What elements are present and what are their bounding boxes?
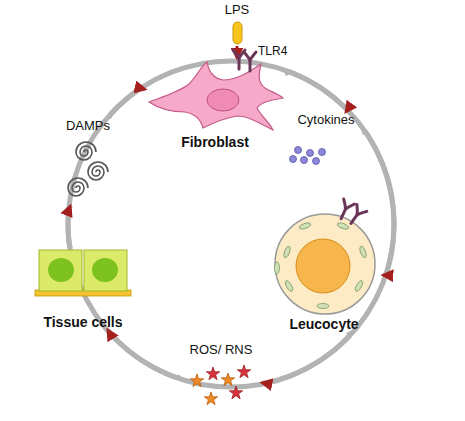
- cell-label: Leucocyte: [245, 316, 403, 332]
- basement-layer: [35, 290, 131, 296]
- cycle-arrow: [108, 330, 180, 377]
- leucocyte-cell: [275, 199, 376, 314]
- cell-node: Fibroblast: [145, 58, 285, 150]
- rns-star: [204, 392, 217, 405]
- cycle-ring: [68, 61, 394, 387]
- granule: [283, 246, 292, 259]
- cytokine-dots: [290, 147, 326, 165]
- cycle-arrow: [362, 132, 394, 276]
- leucocyte-body: [275, 214, 375, 314]
- ros-star: [229, 386, 242, 399]
- cytokine-dot: [290, 156, 297, 163]
- node-label: LPS: [192, 2, 282, 18]
- ros-stars: [190, 365, 250, 405]
- granule: [354, 280, 364, 293]
- rns-star: [190, 374, 203, 387]
- tlr4-receptor: [233, 50, 245, 69]
- tissue-cell: [84, 250, 127, 291]
- cell-label: Tissue cells: [15, 314, 151, 330]
- damp-spirals: [68, 142, 108, 196]
- cycle-arrow: [68, 206, 70, 248]
- cell-label: Fibroblast: [125, 134, 305, 150]
- cycle-arrow: [262, 332, 350, 383]
- granule: [337, 222, 350, 231]
- damp-spiral: [88, 162, 108, 180]
- receptor: [336, 199, 355, 221]
- receptor: [346, 204, 367, 226]
- node-label: DAMPs: [35, 118, 141, 134]
- fibroblast-body: [149, 62, 283, 130]
- cell-nucleus: [92, 258, 118, 282]
- leucocyte-nucleus: [296, 239, 350, 293]
- lps-molecule: [233, 22, 242, 44]
- granule: [359, 246, 368, 259]
- cytokine-dot: [301, 157, 308, 164]
- signal-arrow: [236, 46, 239, 58]
- cytokine-dot: [295, 147, 302, 154]
- node-label: ROS/ RNS: [160, 342, 282, 358]
- cytokine-dot: [307, 150, 314, 157]
- tlr4-receptor: [244, 52, 256, 71]
- mediator-node: ROS/ RNS: [180, 342, 262, 408]
- tissue-cells: [35, 250, 131, 296]
- granule: [299, 222, 312, 231]
- connector-group: [68, 46, 394, 383]
- ros-star: [237, 365, 250, 378]
- rns-star: [221, 373, 234, 386]
- cytokine-dot: [313, 158, 320, 165]
- cycle-arrow: [285, 72, 347, 112]
- tissue-cell: [39, 250, 82, 291]
- node-label: Cytokines: [270, 112, 382, 128]
- fibroblast-nucleus: [207, 89, 239, 111]
- granule: [284, 280, 294, 293]
- granules: [275, 222, 368, 309]
- cell-nucleus: [48, 258, 74, 282]
- granule: [275, 262, 280, 274]
- granule: [317, 304, 329, 309]
- cycle-arrow: [109, 88, 145, 118]
- damp-spiral: [76, 142, 96, 160]
- ros-star: [206, 367, 219, 380]
- receptor-label: TLR4: [258, 44, 287, 58]
- mediator-node: DAMPs: [55, 118, 121, 206]
- damp-spiral: [68, 178, 88, 196]
- cell-node: Tissue cells: [35, 248, 131, 330]
- mediator-node: Cytokines: [290, 112, 362, 168]
- fibroblast-cell: [149, 50, 283, 130]
- cell-node: Leucocyte: [265, 212, 383, 332]
- cytokine-dot: [319, 149, 326, 156]
- molecule-node: LPS: [212, 2, 262, 46]
